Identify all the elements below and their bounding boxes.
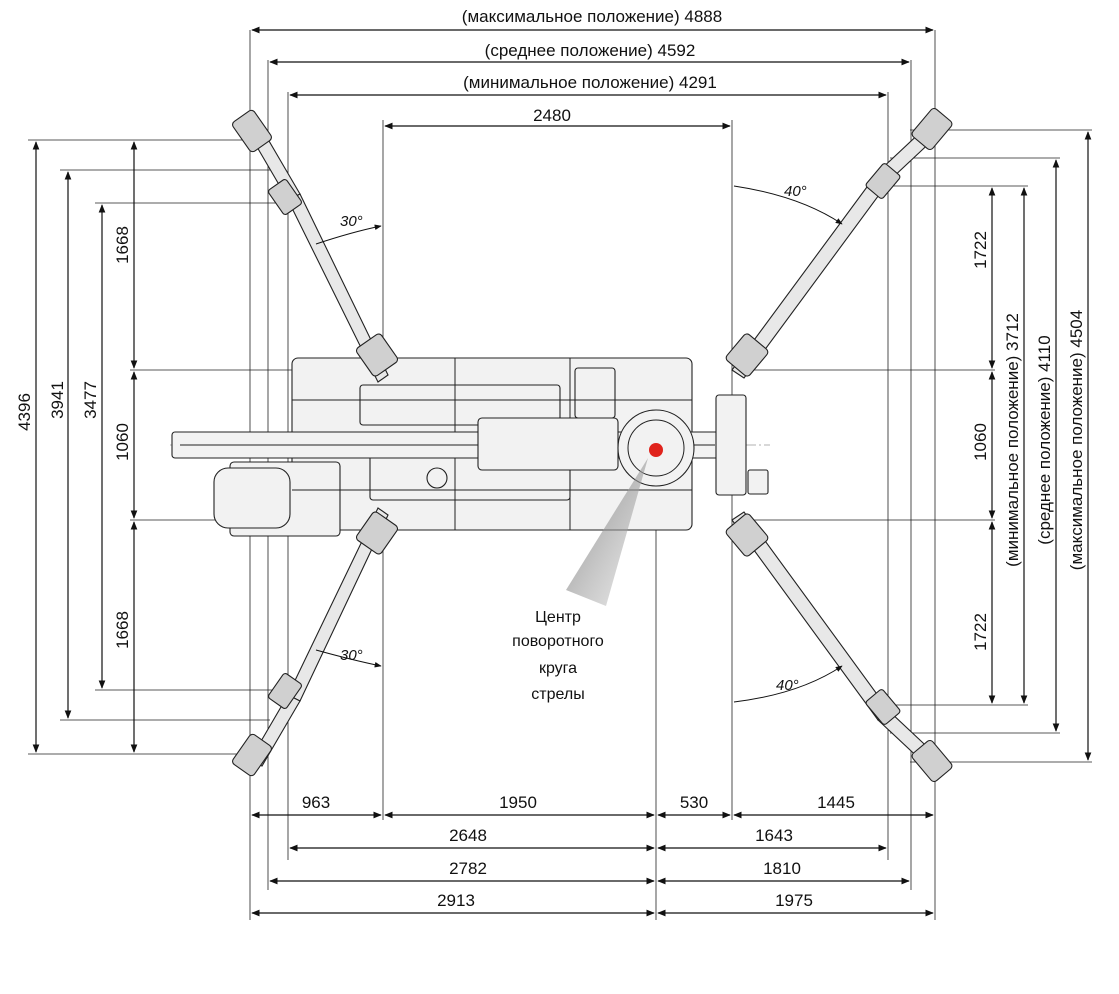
center-label-line2: поворотного	[512, 633, 604, 650]
crane-body	[171, 357, 769, 537]
outrigger-bottom-left	[232, 507, 399, 777]
slewing-center-pointer: Центр поворотного круга стрелы	[512, 443, 663, 703]
dim-bottom-1975: 1975	[775, 891, 813, 910]
dim-right-middle: 1060	[971, 423, 990, 461]
angle-markers: 30° 30° 40° 40°	[315, 183, 843, 703]
angle-bottom-right: 40°	[776, 677, 799, 694]
pointer-beam	[566, 458, 648, 606]
dim-max-width: (максимальное положение) 4888	[462, 7, 722, 26]
dim-bottom-1643: 1643	[755, 826, 793, 845]
dim-min-width: (минимальное положение) 4291	[463, 73, 717, 92]
angle-top-right: 40°	[784, 183, 807, 200]
dim-bottom-2782: 2782	[449, 859, 487, 878]
dim-inner-width: 2480	[533, 106, 571, 125]
angle-top-left: 30°	[340, 213, 363, 230]
dim-right-min: (минимальное положение) 3712	[1003, 313, 1022, 567]
dim-right-max: (максимальное положение) 4504	[1067, 310, 1086, 570]
outrigger-bottom-right	[725, 511, 953, 783]
dim-bottom-530: 530	[680, 793, 708, 812]
dim-left-total: 4396	[15, 393, 34, 431]
dim-right-upper: 1722	[971, 231, 990, 269]
center-label-line4: стрелы	[531, 686, 584, 703]
dim-bottom-1950: 1950	[499, 793, 537, 812]
bottom-dimensions: 963 1950 530 1445 2648 1643 2782 1810 29…	[251, 793, 934, 917]
pad-top-right	[911, 107, 953, 151]
outrigger-top-right	[725, 107, 953, 379]
operator-seat	[213, 467, 291, 529]
center-label-line1: Центр	[535, 609, 581, 626]
dim-right-mid: (среднее положение) 4110	[1035, 335, 1054, 544]
dim-left-d3: 3477	[81, 381, 100, 419]
dim-left-upper: 1668	[113, 226, 132, 264]
center-dot	[649, 443, 663, 457]
dim-mid-width: (среднее положение) 4592	[485, 41, 696, 60]
top-dimensions: (максимальное положение) 4888 (среднее п…	[251, 7, 934, 130]
right-dimensions: 1722 1060 1722 (минимальное положение) 3…	[971, 131, 1092, 761]
pad-bottom-right	[911, 739, 953, 783]
dim-bottom-2648: 2648	[449, 826, 487, 845]
dim-bottom-963: 963	[302, 793, 330, 812]
dim-right-lower: 1722	[971, 613, 990, 651]
dim-left-middle: 1060	[113, 423, 132, 461]
center-label-line3: круга	[539, 660, 577, 677]
left-dimensions: 4396 3941 3477 1668 1060 1668	[15, 141, 138, 753]
pad-top-left	[232, 109, 272, 153]
dim-bottom-1445: 1445	[817, 793, 855, 812]
outrigger-top-left	[232, 109, 399, 383]
dim-bottom-1810: 1810	[763, 859, 801, 878]
angle-bottom-left: 30°	[340, 647, 363, 664]
outriggers	[232, 107, 953, 783]
pad-bottom-left	[232, 733, 272, 777]
dim-left-lower: 1668	[113, 611, 132, 649]
dim-bottom-2913: 2913	[437, 891, 475, 910]
dim-left-d2: 3941	[48, 381, 67, 419]
